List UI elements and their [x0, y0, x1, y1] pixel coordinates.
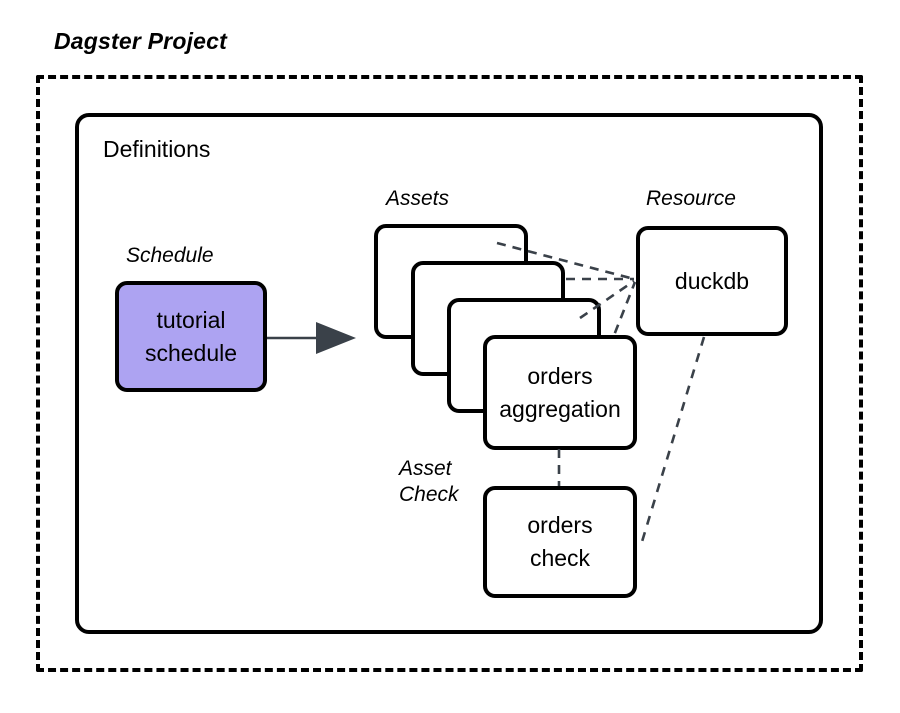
orders-check-node[interactable]: orders check: [483, 486, 637, 598]
duckdb-resource-node[interactable]: duckdb: [636, 226, 788, 336]
project-title: Dagster Project: [54, 28, 228, 54]
definitions-label: Definitions: [103, 136, 211, 162]
schedule-node[interactable]: tutorial schedule: [115, 281, 267, 392]
caption-schedule: Schedule: [126, 244, 214, 267]
caption-assets: Assets: [386, 187, 450, 210]
orders-aggregation-node[interactable]: orders aggregation: [483, 335, 637, 450]
caption-asset-check-line1: Asset: [399, 457, 452, 480]
schedule-node-line2: schedule: [144, 339, 238, 366]
caption-asset-check: Asset Check: [399, 456, 459, 509]
duckdb-label: duckdb: [674, 267, 750, 294]
caption-resource: Resource: [646, 187, 736, 210]
caption-asset-check-line2: Check: [399, 483, 459, 507]
dagster-project-boundary: [36, 75, 863, 672]
schedule-node-line1: tutorial: [156, 306, 226, 333]
definitions-container: [75, 113, 823, 634]
orders-check-line1: orders: [527, 512, 593, 539]
orders-aggregation-line1: orders: [527, 362, 593, 389]
orders-aggregation-line2: aggregation: [499, 395, 621, 422]
orders-check-line2: check: [529, 545, 591, 571]
